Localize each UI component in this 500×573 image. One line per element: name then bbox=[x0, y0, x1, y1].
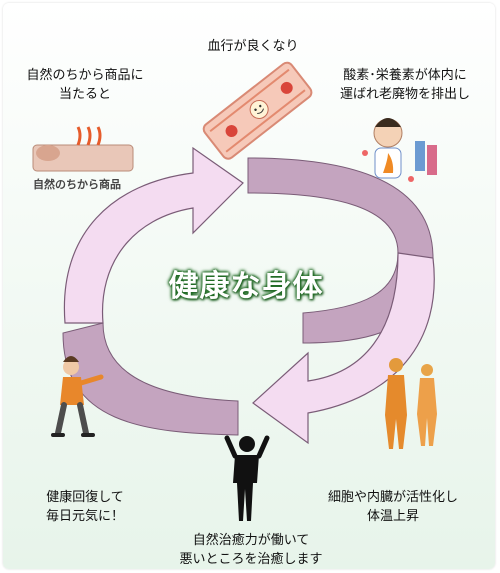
arrow-bottom-right bbox=[252, 252, 435, 445]
step-1-label: 自然のちから商品に 当たると bbox=[15, 66, 155, 104]
heat-pad-icon bbox=[32, 126, 134, 172]
step-6-line-2: 毎日元気に！ bbox=[45, 509, 124, 524]
step-2-label: 血行が良くなり bbox=[188, 37, 318, 56]
step-6-line-1: 健康回復して bbox=[46, 490, 124, 505]
step-6-label: 健康回復して 毎日元気に！ bbox=[25, 488, 145, 526]
step-3-label: 酸素･栄養素が体内に 運ばれ老廃物を排出し bbox=[325, 66, 485, 104]
arrow-right-band bbox=[247, 157, 434, 344]
standing-person-icon bbox=[224, 435, 270, 521]
center-title: 健康な身体 bbox=[168, 269, 324, 304]
step-4-line-1: 細胞や内臓が活性化し bbox=[327, 490, 458, 505]
diagram-panel: 健康な身体 自然のちから商品に 当たると 自然のちから商品 血行が良くなり 酸素… bbox=[3, 3, 495, 569]
arrow-back-band bbox=[62, 322, 239, 436]
walking-woman-icon bbox=[51, 356, 104, 437]
product-caption: 自然のちから商品 bbox=[33, 178, 121, 191]
step-5-line-2: 悪いところを治癒します bbox=[179, 552, 323, 567]
step-3-line-1: 酸素･栄養素が体内に bbox=[343, 68, 467, 83]
blood-vessel-icon bbox=[202, 61, 313, 160]
step-4-line-2: 体温上昇 bbox=[366, 509, 419, 524]
step-2-line-1: 血行が良くなり bbox=[207, 39, 299, 54]
step-5-line-1: 自然治癒力が働いて bbox=[192, 533, 310, 548]
cycle-arrows bbox=[32, 61, 437, 521]
body-flame-icon bbox=[362, 118, 437, 182]
step-1-line-2: 当たると bbox=[58, 87, 111, 102]
step-1-line-1: 自然のちから商品に bbox=[26, 68, 144, 83]
arrow-top-left bbox=[63, 146, 244, 324]
step-5-label: 自然治癒力が働いて 悪いところを治癒します bbox=[171, 531, 331, 569]
step-3-line-2: 運ばれ老廃物を排出し bbox=[339, 87, 470, 102]
couple-icon bbox=[385, 358, 437, 449]
step-4-label: 細胞や内臓が活性化し 体温上昇 bbox=[308, 488, 478, 526]
